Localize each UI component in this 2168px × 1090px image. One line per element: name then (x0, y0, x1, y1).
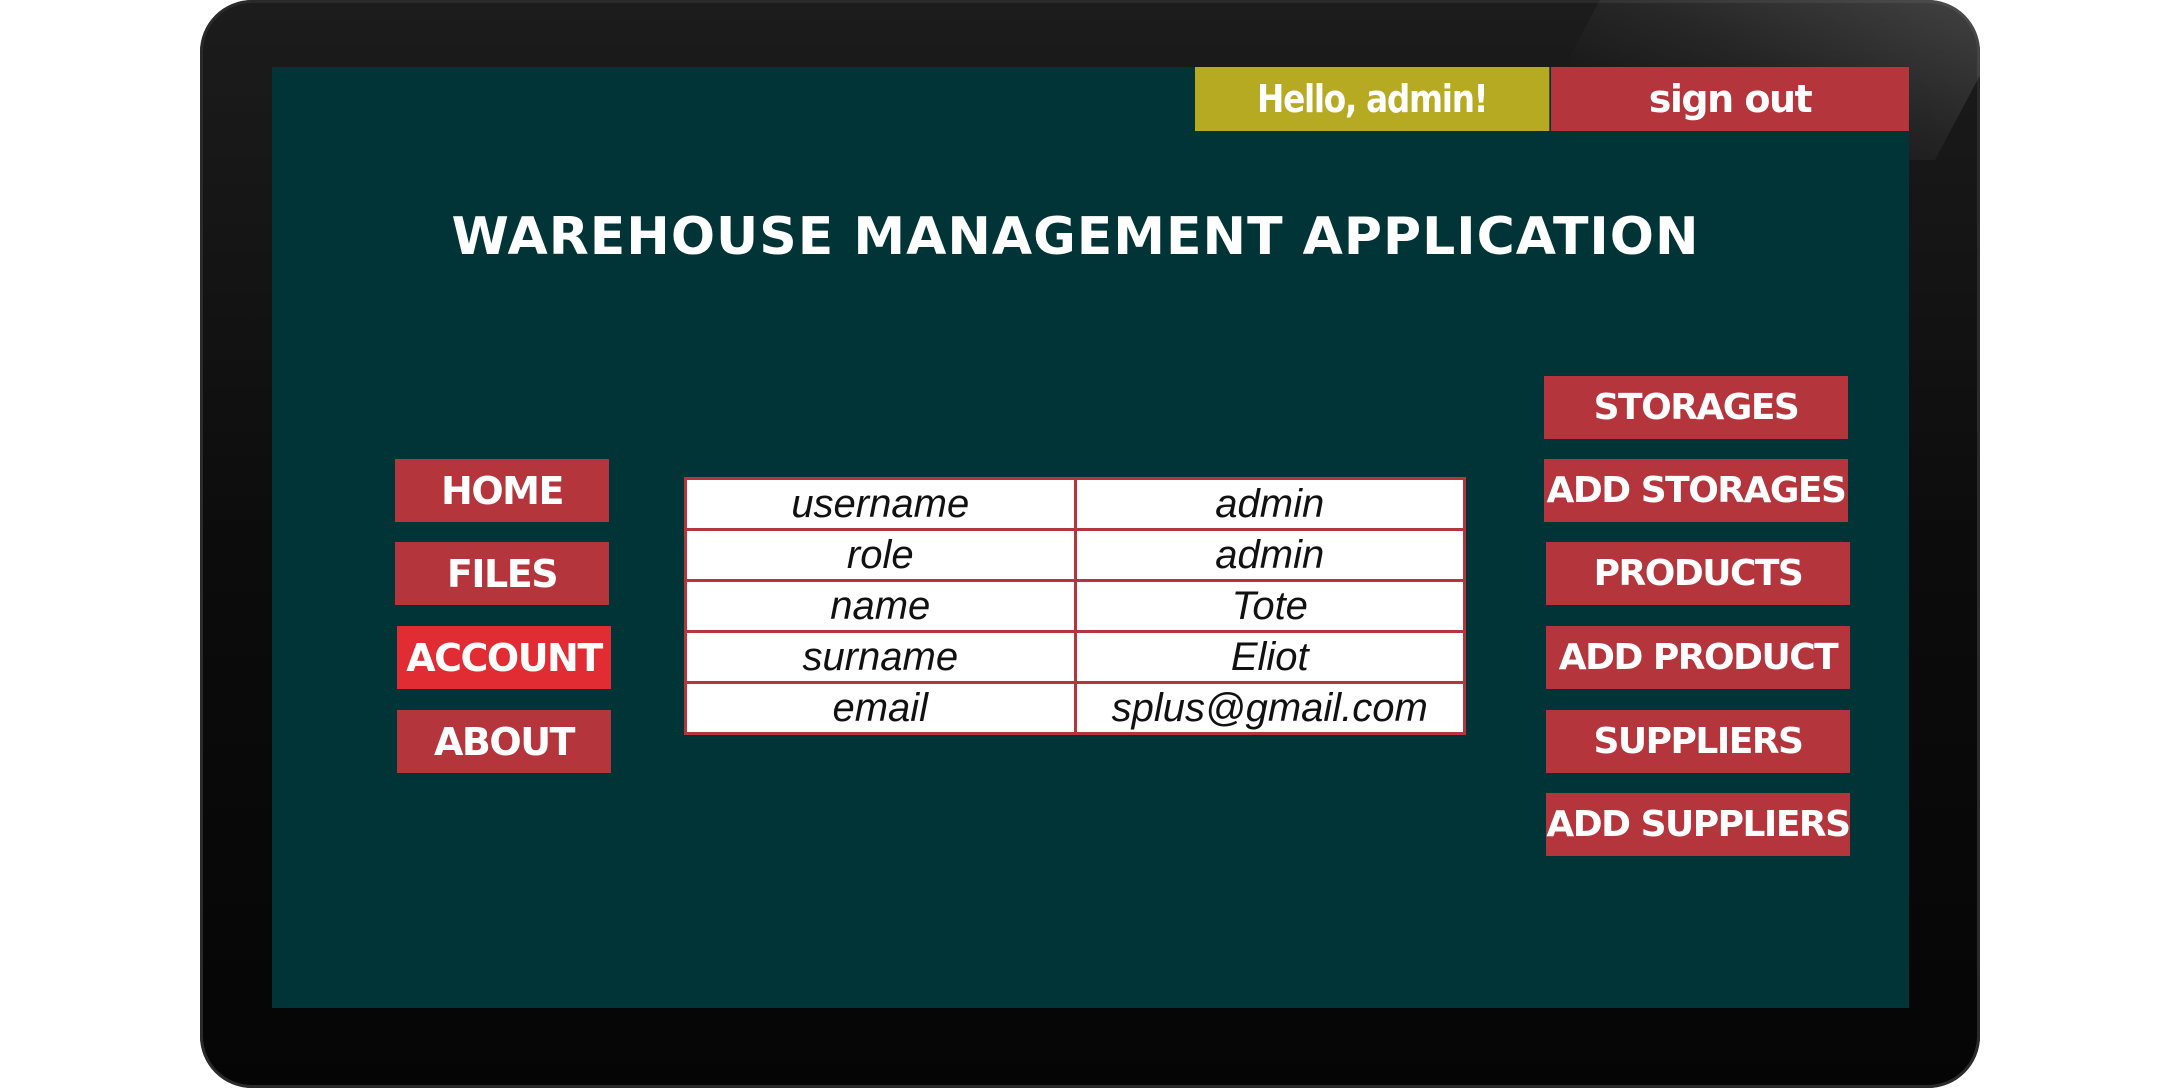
field-label: name (684, 579, 1077, 633)
add-storages-button[interactable]: ADD STORAGES (1544, 459, 1848, 522)
products-button[interactable]: PRODUCTS (1546, 542, 1850, 605)
field-label: username (684, 477, 1077, 531)
field-value: Tote (1073, 579, 1466, 633)
nav-account-button[interactable]: ACCOUNT (397, 626, 611, 689)
account-details-table: username admin role admin name Tote surn… (684, 477, 1466, 735)
table-row: surname Eliot (684, 630, 1466, 684)
table-row: role admin (684, 528, 1466, 582)
field-label: email (684, 681, 1077, 735)
add-product-button[interactable]: ADD PRODUCT (1546, 626, 1850, 689)
sign-out-button[interactable]: sign out (1551, 67, 1909, 131)
field-label: role (684, 528, 1077, 582)
table-row: name Tote (684, 579, 1466, 633)
field-value: admin (1073, 477, 1466, 531)
field-value: Eliot (1073, 630, 1466, 684)
table-row: email splus@gmail.com (684, 681, 1466, 735)
field-value: splus@gmail.com (1073, 681, 1466, 735)
page-title: WAREHOUSE MANAGEMENT APPLICATION (451, 207, 1700, 267)
suppliers-button[interactable]: SUPPLIERS (1546, 710, 1850, 773)
field-label: surname (684, 630, 1077, 684)
nav-about-button[interactable]: ABOUT (397, 710, 611, 773)
nav-home-button[interactable]: HOME (395, 459, 609, 522)
field-value: admin (1073, 528, 1466, 582)
storages-button[interactable]: STORAGES (1544, 376, 1848, 439)
table-row: username admin (684, 477, 1466, 531)
app-screen: Hello, admin! sign out WAREHOUSE MANAGEM… (272, 67, 1909, 1008)
greeting-banner: Hello, admin! (1195, 67, 1550, 131)
add-suppliers-button[interactable]: ADD SUPPLIERS (1546, 793, 1851, 856)
nav-files-button[interactable]: FILES (395, 542, 609, 605)
